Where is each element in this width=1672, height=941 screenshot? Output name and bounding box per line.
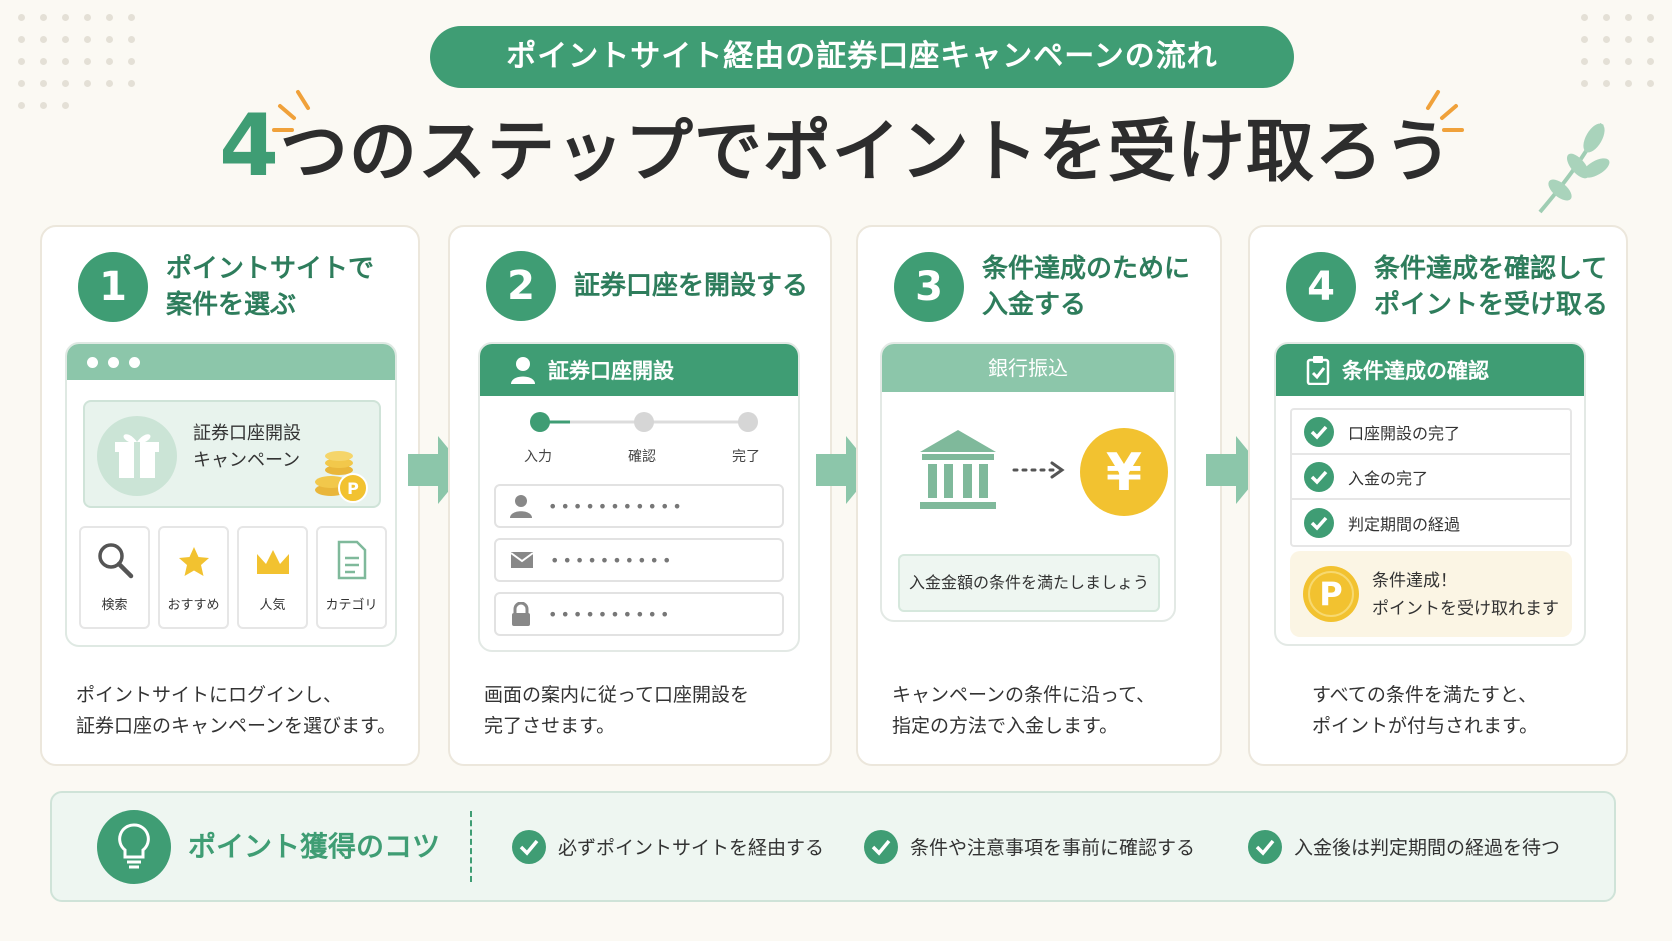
sparkle-right-icon — [1426, 90, 1464, 132]
progress-label: 入力 — [524, 449, 552, 465]
tile-label: カテゴリ — [325, 598, 378, 613]
bank-transfer-panel: 銀行振込 ¥ 入金金額の条件を満たしましょう — [880, 342, 1176, 622]
email-field[interactable]: •••••••••• — [494, 538, 784, 582]
masked-value: •••••••••• — [548, 604, 673, 624]
step-description: キャンペーンの条件に沿って、 指定の方法で入金します。 — [892, 684, 1156, 737]
check-circle-icon — [1304, 461, 1334, 492]
tip-item: 条件や注意事項を事前に確認する — [864, 793, 1195, 900]
crown-icon — [256, 550, 289, 574]
tips-divider — [470, 811, 472, 882]
step-description: ポイントサイトにログインし、 証券口座のキャンペーンを選びます。 — [76, 684, 397, 737]
progress-label: 確認 — [628, 449, 656, 465]
tip-item: 入金後は判定期間の経過を待つ — [1248, 793, 1560, 900]
check-label: 判定期間の経過 — [1348, 514, 1461, 534]
check-circle-icon — [512, 829, 546, 864]
progress-label: 完了 — [732, 449, 760, 465]
title-banner: ポイントサイト経由の証券口座キャンペーンの流れ — [430, 26, 1294, 88]
panel-title: 銀行振込 — [882, 344, 1174, 392]
coin-letter: P — [347, 479, 359, 498]
check-circle-icon — [1304, 507, 1334, 538]
password-field[interactable]: •••••••••• — [494, 592, 784, 636]
completion-text: 条件達成！ ポイントを受け取れます — [1372, 571, 1559, 619]
mail-icon — [510, 552, 534, 568]
yen-symbol: ¥ — [1106, 443, 1142, 503]
clipboard-check-icon — [1306, 356, 1330, 385]
check-circle-icon — [864, 829, 898, 864]
star-icon — [178, 547, 209, 576]
check-label: 口座開設の完了 — [1348, 423, 1461, 443]
masked-value: •••••••••• — [550, 550, 675, 570]
check-item: 口座開設の完了 — [1292, 410, 1570, 455]
step-card-1: 1 ポイントサイトで 案件を選ぶ 証券口座開設 キャンペーン — [40, 225, 420, 766]
check-item: 判定期間の経過 — [1292, 500, 1570, 545]
coin-stack-icon: P — [315, 451, 368, 503]
step-title: 証券口座を開設する — [574, 271, 809, 301]
user-icon — [510, 495, 532, 518]
step-card-2: 2 証券口座を開設する 証券口座開設 入力 確認 完了 ••••••••••• … — [448, 225, 832, 766]
name-field[interactable]: ••••••••••• — [494, 484, 784, 528]
headline-text: つのステップでポイントを受け取ろう — [279, 113, 1453, 192]
popular-tile[interactable]: 人気 — [237, 526, 308, 629]
check-item: 入金の完了 — [1292, 455, 1570, 500]
completion-notice: P 条件達成！ ポイントを受け取れます — [1290, 551, 1572, 637]
check-circle-icon — [1248, 829, 1282, 864]
tile-label: 人気 — [259, 598, 286, 613]
tip-label: 必ずポイントサイトを経由する — [558, 837, 825, 859]
panel-title: 条件達成の確認 — [1342, 359, 1489, 383]
decorative-dots-left — [18, 14, 135, 109]
tip-label: 条件や注意事項を事前に確認する — [910, 837, 1196, 859]
step-title: 条件達成のために 入金する — [982, 254, 1191, 320]
point-coin-icon: P — [1303, 566, 1359, 622]
step-number-badge: 1 — [78, 252, 148, 322]
browser-toolbar — [67, 344, 395, 380]
condition-checklist: 口座開設の完了 入金の完了 判定期間の経過 — [1290, 408, 1572, 547]
masked-value: ••••••••••• — [548, 496, 685, 516]
lightbulb-icon — [97, 810, 171, 884]
tips-title: ポイント獲得のコツ — [188, 830, 441, 863]
tip-item: 必ずポイントサイトを経由する — [512, 793, 824, 900]
main-headline: 4つのステップでポイントを受け取ろう — [0, 98, 1672, 194]
step-number-badge: 4 — [1286, 252, 1356, 322]
dotted-arrow-icon — [1012, 461, 1065, 479]
progress-stepper — [530, 412, 758, 432]
tip-label: 入金後は判定期間の経過を待つ — [1294, 837, 1561, 859]
step-title: ポイントサイトで 案件を選ぶ — [166, 254, 375, 320]
yen-coin-icon: ¥ — [1080, 428, 1168, 516]
campaign-card[interactable]: 証券口座開設 キャンペーン P — [83, 400, 381, 508]
step-title: 条件達成を確認して ポイントを受け取る — [1374, 254, 1609, 320]
decorative-dots-right — [1581, 14, 1654, 87]
check-label: 入金の完了 — [1348, 468, 1429, 488]
step-description: すべての条件を満たすと、 ポイントが付与されます。 — [1312, 684, 1539, 737]
step-description: 画面の案内に従って口座開設を 完了させます。 — [484, 684, 750, 737]
condition-check-panel: 条件達成の確認 口座開設の完了 入金の完了 判定期間の経過 P 条件達成！ ポイ… — [1274, 342, 1586, 646]
coin-letter: P — [1319, 575, 1342, 613]
user-icon — [511, 357, 535, 384]
panel-title: 証券口座開設 — [548, 359, 674, 383]
leaf-branch-icon — [1538, 123, 1610, 214]
check-circle-icon — [1304, 416, 1334, 447]
deposit-condition-note: 入金金額の条件を満たしましょう — [898, 554, 1160, 612]
sparkle-left-icon — [272, 90, 310, 132]
browser-window: 証券口座開設 キャンペーン P 検索 おすすめ 人気 — [65, 342, 397, 647]
category-tile[interactable]: カテゴリ — [316, 526, 387, 629]
recommended-tile[interactable]: おすすめ — [158, 526, 229, 629]
search-icon — [97, 543, 133, 579]
gift-icon — [97, 416, 177, 496]
step-card-3: 3 条件達成のために 入金する 銀行振込 ¥ 入金金額の条件を満たしましょう キ… — [856, 225, 1222, 766]
document-icon — [337, 540, 366, 580]
step-number-badge: 2 — [486, 251, 556, 321]
headline-number: 4 — [219, 96, 280, 196]
tile-label: おすすめ — [167, 598, 220, 613]
bank-icon — [920, 430, 996, 509]
step-card-4: 4 条件達成を確認して ポイントを受け取る 条件達成の確認 口座開設の完了 入金… — [1248, 225, 1628, 766]
search-tile[interactable]: 検索 — [79, 526, 150, 629]
step-number-badge: 3 — [894, 252, 964, 322]
campaign-label: 証券口座開設 キャンペーン — [193, 423, 301, 471]
account-form-panel: 証券口座開設 入力 確認 完了 ••••••••••• •••••••••• •… — [478, 342, 800, 652]
lock-icon — [512, 602, 530, 626]
tile-label: 検索 — [101, 598, 128, 613]
tips-bar: ポイント獲得のコツ 必ずポイントサイトを経由する 条件や注意事項を事前に確認する… — [50, 791, 1616, 902]
